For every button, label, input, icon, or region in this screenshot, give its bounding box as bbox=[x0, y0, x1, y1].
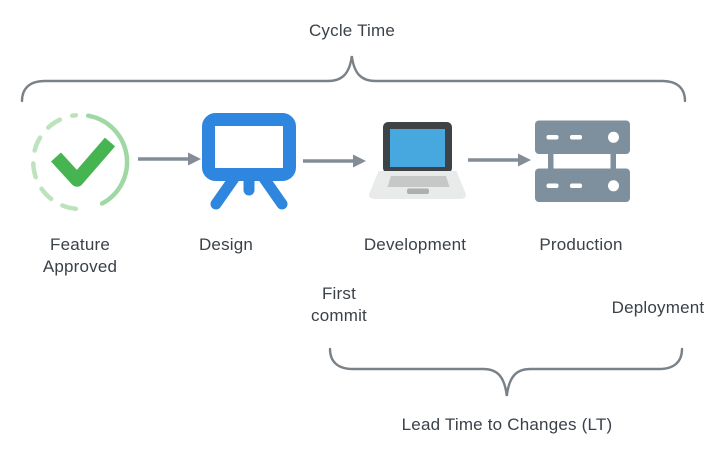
flow-arrow-2 bbox=[303, 154, 366, 168]
milestone-label-deployment: Deployment bbox=[611, 298, 705, 317]
server-icon bbox=[535, 120, 630, 202]
lead-time-brace bbox=[328, 347, 684, 397]
cycle-time-brace bbox=[20, 55, 687, 103]
check-circle-icon bbox=[31, 112, 130, 212]
flow-arrow-3 bbox=[468, 153, 531, 167]
laptop-icon bbox=[369, 122, 466, 199]
stage-label-development: Development bbox=[363, 235, 467, 254]
lead-time-label: Lead Time to Changes (LT) bbox=[401, 415, 613, 434]
stage-label-design: Design bbox=[198, 235, 254, 254]
cycle-time-label: Cycle Time bbox=[308, 21, 396, 40]
milestone-label-first-commit: First commit bbox=[311, 284, 367, 325]
stage-label-production: Production bbox=[539, 235, 623, 254]
flow-arrow-1 bbox=[138, 152, 201, 166]
stage-label-feature-approved: Feature Approved bbox=[42, 235, 118, 276]
easel-icon bbox=[202, 113, 296, 210]
